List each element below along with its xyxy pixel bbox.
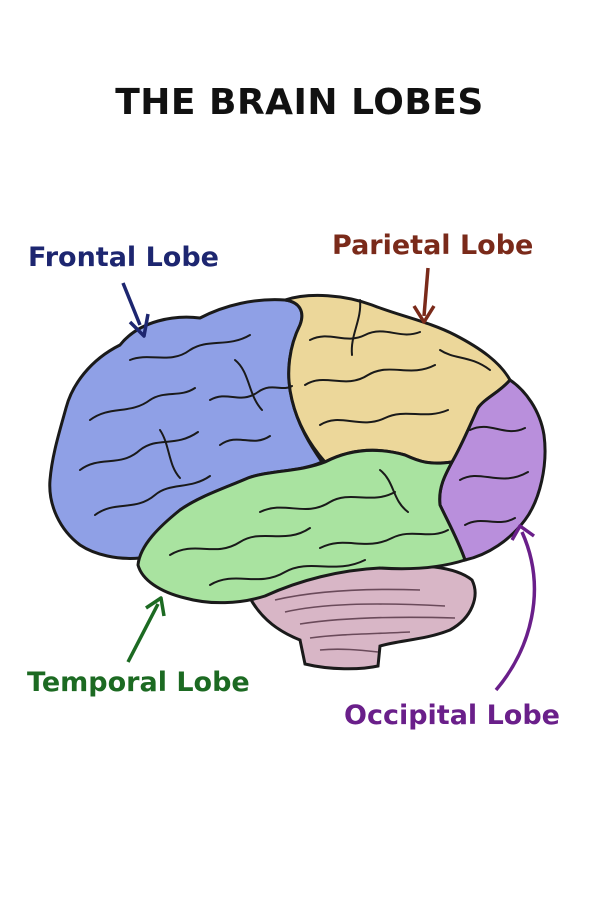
temporal-lobe-label: Temporal Lobe (27, 667, 250, 698)
page-title: THE BRAIN LOBES (115, 82, 484, 123)
occipital-lobe-label: Occipital Lobe (344, 700, 560, 731)
frontal-lobe-label: Frontal Lobe (28, 242, 219, 273)
parietal-arrow (412, 267, 436, 324)
parietal-lobe-label: Parietal Lobe (332, 230, 534, 261)
frontal-arrow (121, 282, 150, 338)
occipital-arrow (494, 524, 537, 692)
temporal-lobe-region (136, 448, 467, 605)
temporal-arrow (126, 596, 166, 663)
